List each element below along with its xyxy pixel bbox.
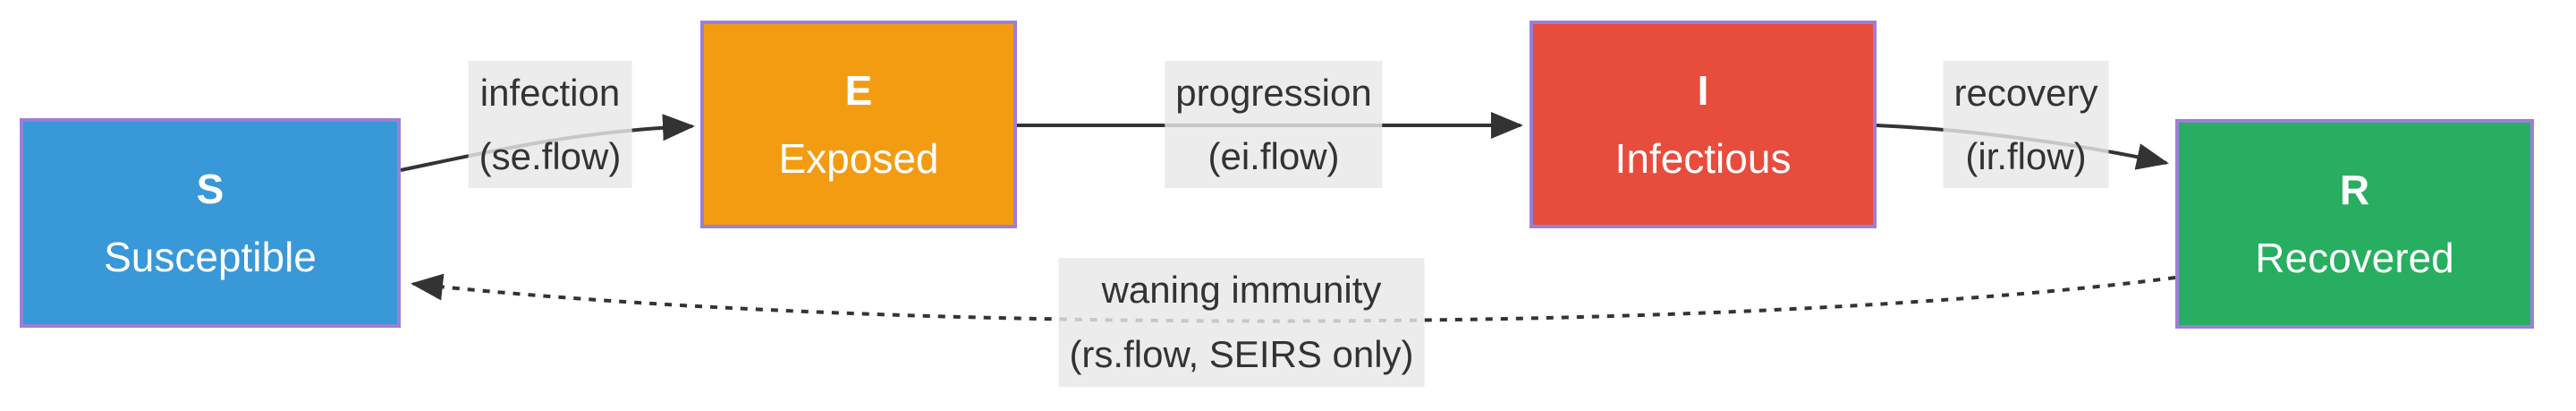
edge-label-line: (ir.flow) xyxy=(1965,135,2087,177)
node-susceptible: S Susceptible xyxy=(20,118,401,328)
edge-label-line: (ei.flow) xyxy=(1208,135,1340,177)
node-name: Infectious xyxy=(1614,135,1792,182)
edge-label-waning-immunity: waning immunity (rs.flow, SEIRS only) xyxy=(1058,258,1425,387)
node-letter: R xyxy=(2339,167,2370,213)
edge-label-line: (se.flow) xyxy=(479,135,622,177)
node-exposed: E Exposed xyxy=(700,21,1017,228)
edge-label-line: (rs.flow, SEIRS only) xyxy=(1069,333,1414,375)
node-infectious: I Infectious xyxy=(1530,21,1877,228)
node-recovered: R Recovered xyxy=(2175,119,2534,329)
node-letter: I xyxy=(1697,67,1709,114)
edge-label-line: recovery xyxy=(1953,72,2098,114)
edge-label-line: progression xyxy=(1175,72,1372,114)
edge-r-to-s-dotted xyxy=(411,273,2176,323)
node-name: Susceptible xyxy=(104,234,317,280)
edge-label-recovery: recovery (ir.flow) xyxy=(1943,61,2109,188)
edge-label-infection: infection (se.flow) xyxy=(468,61,632,188)
edge-label-progression: progression (ei.flow) xyxy=(1165,61,1383,188)
edge-label-line: waning immunity xyxy=(1101,269,1382,311)
node-name: Exposed xyxy=(778,135,939,182)
node-name: Recovered xyxy=(2255,235,2454,281)
edge-label-line: infection xyxy=(479,72,621,114)
node-letter: E xyxy=(844,67,873,114)
node-letter: S xyxy=(196,166,225,212)
